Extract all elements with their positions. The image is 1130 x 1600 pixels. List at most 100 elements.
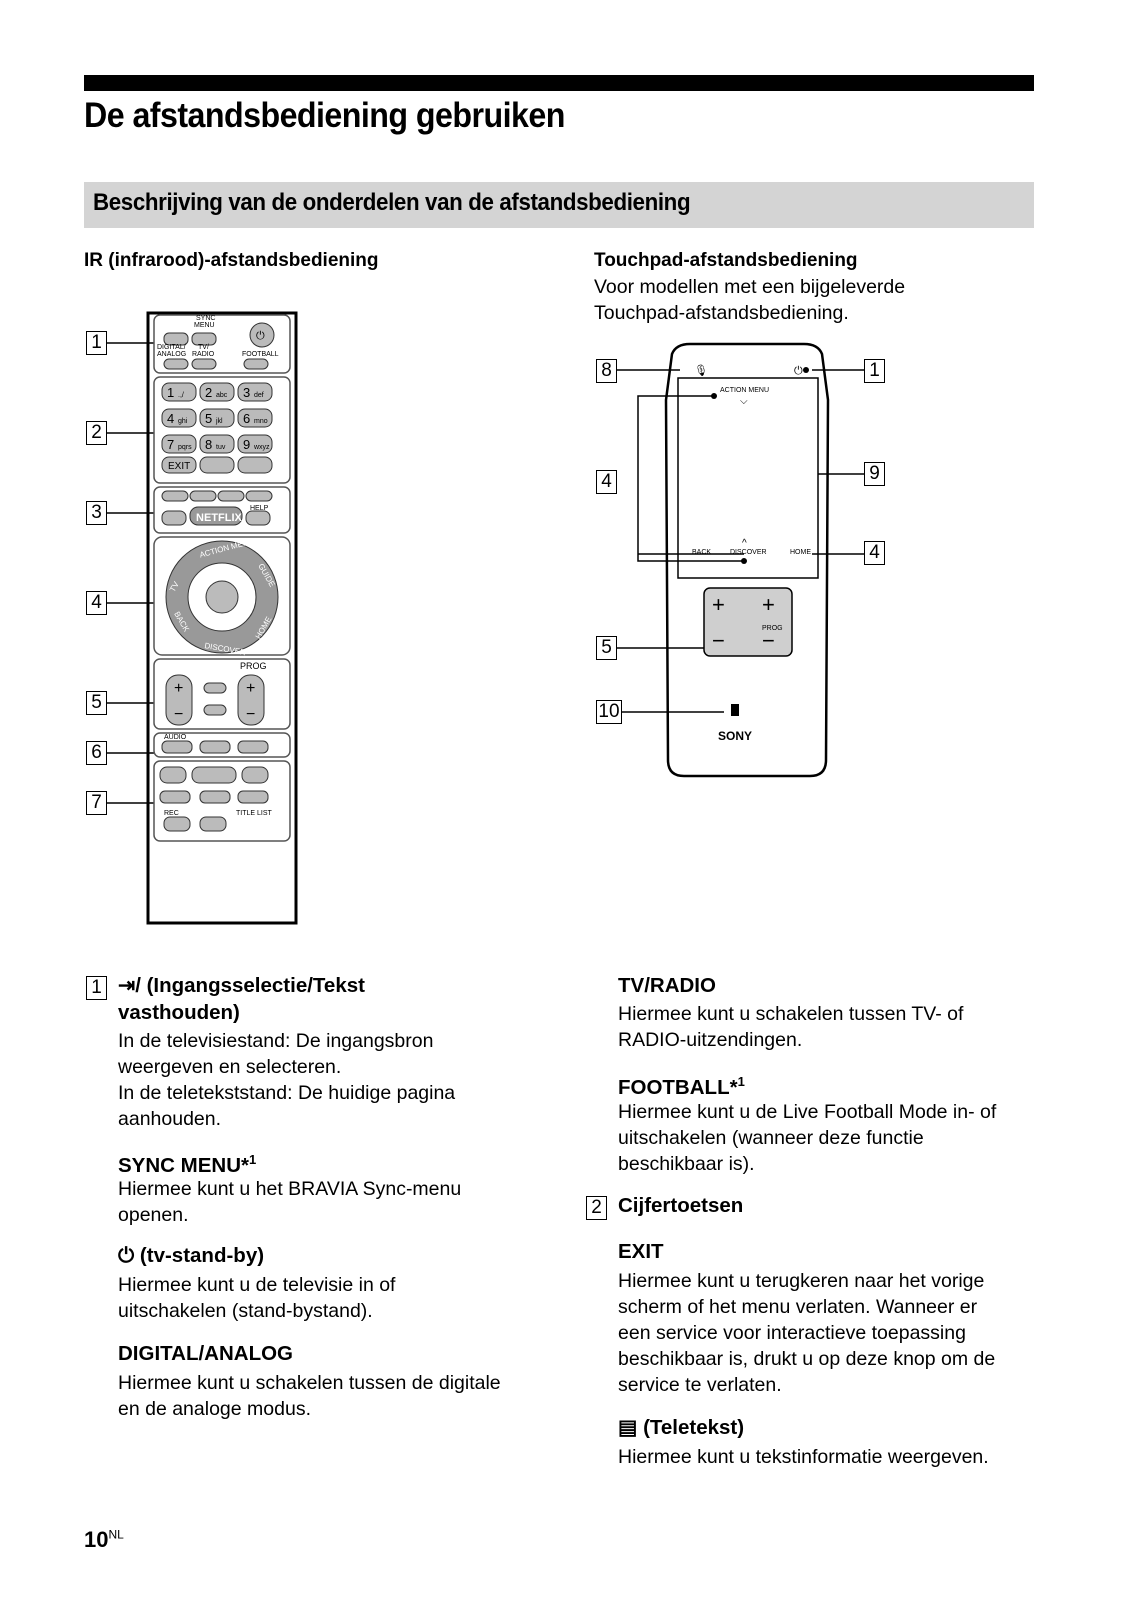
desc-exit-line: service te verlaten. [618, 1374, 782, 1396]
desc-tvradio-line: Hiermee kunt u schakelen tussen TV- of [618, 1003, 964, 1025]
desc-exit-line: Hiermee kunt u terugkeren naar het vorig… [618, 1270, 985, 1292]
svg-text:−: − [246, 706, 255, 723]
svg-text:FOOTBALL: FOOTBALL [242, 351, 279, 358]
touch-callout-5: 5 [596, 636, 617, 660]
sony-logo: SONY [718, 729, 752, 743]
ir-key-7 [161, 434, 197, 454]
svg-text:⏻: ⏻ [256, 330, 265, 342]
ir-key-8 [199, 434, 235, 454]
svg-text:SYNC: SYNC [196, 315, 215, 322]
ir-key-sublabel: wxyz [253, 444, 270, 451]
ir-remote-illustration: SYNC MENU DIGITAL/ TV/ ANALOG RADIO FOOT… [105, 311, 298, 925]
ir-key-label: 7 [167, 437, 174, 452]
ir-key-label: 3 [243, 385, 250, 400]
ir-key-1 [161, 382, 197, 402]
svg-text:−: − [762, 628, 775, 653]
ir-key-2 [199, 382, 235, 402]
desc-football-title: FOOTBALL*1 [618, 1074, 745, 1099]
svg-text:−: − [174, 706, 183, 723]
svg-text:^: ^ [742, 538, 747, 549]
ir-key-sublabel: def [254, 392, 264, 399]
nfc-mark [731, 704, 739, 716]
ir-callout-7: 7 [86, 791, 107, 815]
desc-teletext-line: Hiermee kunt u tekstinformatie weergeven… [618, 1446, 989, 1468]
svg-text:−: − [712, 628, 725, 653]
page-title: De afstandsbediening gebruiken [84, 96, 565, 135]
svg-text:RADIO: RADIO [192, 351, 215, 358]
svg-text:+: + [762, 592, 775, 617]
desc-football-line: beschikbaar is). [618, 1153, 755, 1175]
touchpad-area [677, 377, 819, 579]
ir-key-label: 5 [205, 411, 212, 426]
desc-digital-line: Hiermee kunt u schakelen tussen de digit… [118, 1372, 501, 1394]
touch-remote-illustration: 🎙 ⏻ ACTION MENU ⌵ BACK DISCOVER HOME ^ +… [616, 342, 864, 778]
desc-teletext-title: ▤ (Teletekst) [618, 1416, 745, 1439]
svg-text:+: + [246, 680, 255, 697]
desc-digital-line: en de analoge modus. [118, 1398, 311, 1420]
desc-input-line: weergeven en selecteren. [118, 1056, 342, 1078]
desc-tvradio-title: TV/RADIO [618, 974, 716, 997]
desc-tvradio-line: RADIO-uitzendingen. [618, 1029, 803, 1051]
desc-sync-line: openen. [118, 1204, 189, 1226]
touch-callout-4b: 4 [864, 541, 885, 565]
touch-action-menu-label: ACTION MENU [720, 387, 769, 394]
svg-text:+: + [174, 680, 183, 697]
ir-callout-1: 1 [86, 331, 107, 355]
desc-exit-line: scherm of het menu verlaten. Wanneer er [618, 1296, 978, 1318]
touch-remote-desc-2: Touchpad-afstandsbediening. [594, 302, 849, 324]
desc-football-line: Hiermee kunt u de Live Football Mode in-… [618, 1101, 997, 1123]
desc-input-line: aanhouden. [118, 1108, 222, 1130]
touch-callout-4a: 4 [596, 470, 617, 494]
section-title: Beschrijving van de onderdelen van de af… [93, 189, 691, 216]
touch-prog-label: PROG [762, 625, 783, 632]
touch-callout-9: 9 [864, 462, 885, 486]
ir-remote-heading: IR (infrarood)-afstandsbediening [84, 250, 379, 271]
desc-sync-menu-title: SYNC MENU*1 [118, 1152, 257, 1177]
svg-text:PROG: PROG [240, 661, 267, 671]
svg-text:⏻: ⏻ [794, 365, 803, 377]
desc-input-title: ⇥/ (Ingangsselectie/Tekst [118, 974, 365, 997]
desc-football-line: uitschakelen (wanneer deze functie [618, 1127, 924, 1149]
ir-key-5 [199, 408, 235, 428]
ir-key-sublabel: pqrs [178, 444, 192, 451]
svg-text:+: + [712, 592, 725, 617]
svg-text:TITLE LIST: TITLE LIST [236, 810, 273, 817]
svg-text:HELP: HELP [250, 505, 269, 512]
ir-key-sublabel: tuv [216, 444, 226, 451]
ir-key-4 [161, 408, 197, 428]
teletext-icon: ▤ [618, 1416, 644, 1439]
svg-text:NETFLIX: NETFLIX [196, 512, 242, 524]
touch-discover-label: DISCOVER [730, 549, 767, 556]
ir-key-sublabel: .,/ [178, 392, 184, 399]
ir-key-label: 6 [243, 411, 250, 426]
ir-key-sublabel: abc [216, 392, 228, 399]
touch-home-label: HOME [790, 549, 811, 556]
desc-callout-2: 2 [586, 1196, 607, 1220]
svg-text:AUDIO: AUDIO [164, 734, 187, 741]
ir-key-label: 2 [205, 385, 212, 400]
desc-exit-title: EXIT [618, 1240, 664, 1263]
ir-key-label: 8 [205, 437, 212, 452]
touch-remote-heading: Touchpad-afstandsbediening [594, 250, 858, 271]
desc-numeric-title: Cijfertoetsen [618, 1194, 744, 1217]
svg-text:EXIT: EXIT [168, 461, 190, 472]
section-bar [84, 182, 1034, 228]
desc-standby-line: Hiermee kunt u de televisie in of [118, 1274, 396, 1296]
svg-text:TV/: TV/ [198, 344, 209, 351]
desc-standby-line: uitschakelen (stand-bystand). [118, 1300, 373, 1322]
ir-key-3 [237, 382, 273, 402]
svg-text:ANALOG: ANALOG [157, 351, 186, 358]
desc-sync-line: Hiermee kunt u het BRAVIA Sync-menu [118, 1178, 462, 1200]
ir-numeric-keypad: 1.,/2abc3def4ghi5jkl6mno7pqrs8tuv9wxyz0 … [161, 382, 273, 473]
svg-text:MENU: MENU [194, 322, 215, 329]
ir-key-sublabel: jkl [215, 418, 223, 425]
page-number: 10NL [84, 1527, 124, 1552]
ir-callout-2: 2 [86, 421, 107, 445]
touch-callout-10: 10 [596, 700, 622, 724]
desc-input-line: In de teletekststand: De huidige pagina [118, 1082, 456, 1104]
header-rule [84, 75, 1034, 91]
desc-digital-title: DIGITAL/ANALOG [118, 1342, 293, 1365]
touch-remote-desc-1: Voor modellen met een bijgeleverde [594, 276, 906, 298]
ir-key-sublabel: ghi [178, 418, 188, 425]
svg-text:REC: REC [164, 810, 179, 817]
